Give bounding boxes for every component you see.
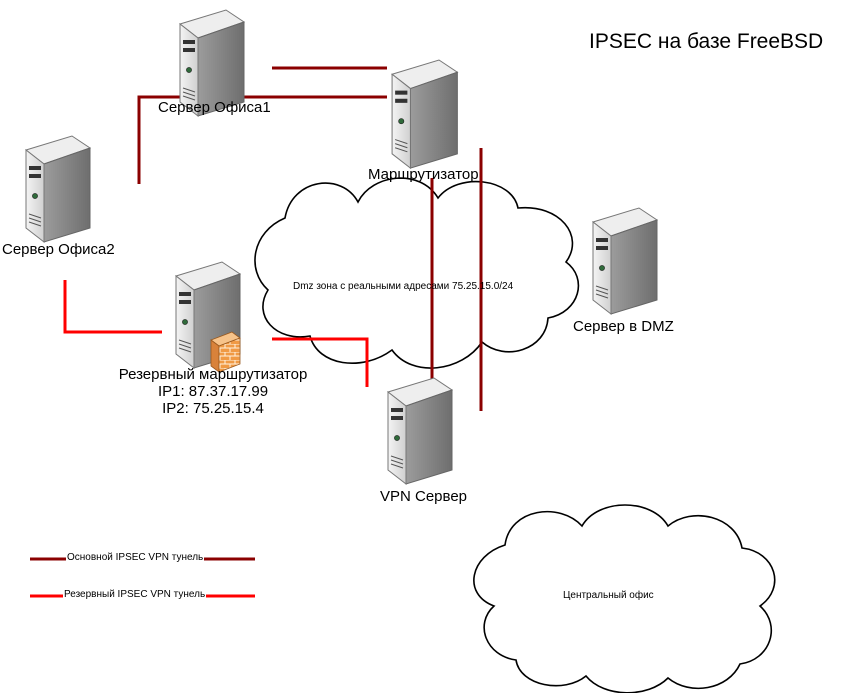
dmz-server-label: Сервер в DMZ (573, 318, 674, 335)
backup-tunnel-backup-router-vpn (272, 337, 369, 387)
office2-label: Сервер Офиса2 (2, 241, 115, 258)
central-office-cloud-label: Центральный офис (563, 590, 654, 601)
backup-tunnel-office2-backup-router (63, 280, 162, 334)
router-server-icon (391, 59, 458, 169)
backup-router-label: Резервный маршрутизатор (118, 366, 308, 383)
backup-router-ip2: IP2: 75.25.15.4 (162, 400, 264, 417)
primary-tunnel-office2-router (137, 95, 387, 184)
central-office-cloud (473, 504, 776, 693)
primary-tunnels (137, 66, 483, 411)
office2-server-icon (25, 135, 91, 243)
dmz-cloud (254, 177, 580, 369)
firewall-icon (210, 331, 241, 373)
backup-router-label-block: Резервный маршрутизатор IP1: 87.37.17.99… (110, 366, 316, 417)
dmz-cloud-label: Dmz зона с реальными адресами 75.25.15.0… (293, 281, 514, 292)
dmz-server-icon (592, 207, 658, 315)
vpn-server-label: VPN Сервер (380, 488, 468, 505)
vpn-server-icon (387, 377, 453, 485)
legend-backup-label: Резервный IPSEC VPN тунель (63, 589, 207, 600)
diagram-title: IPSEC на базе FreeBSD (589, 30, 824, 53)
backup-router-ip1: IP1: 87.37.17.99 (157, 383, 269, 400)
office1-label: Сервер Офиса1 (158, 99, 271, 116)
backup-tunnels (63, 280, 369, 387)
legend-primary-label: Основной IPSEC VPN тунель (66, 552, 205, 563)
router-label: Маршрутизатор (368, 166, 479, 183)
